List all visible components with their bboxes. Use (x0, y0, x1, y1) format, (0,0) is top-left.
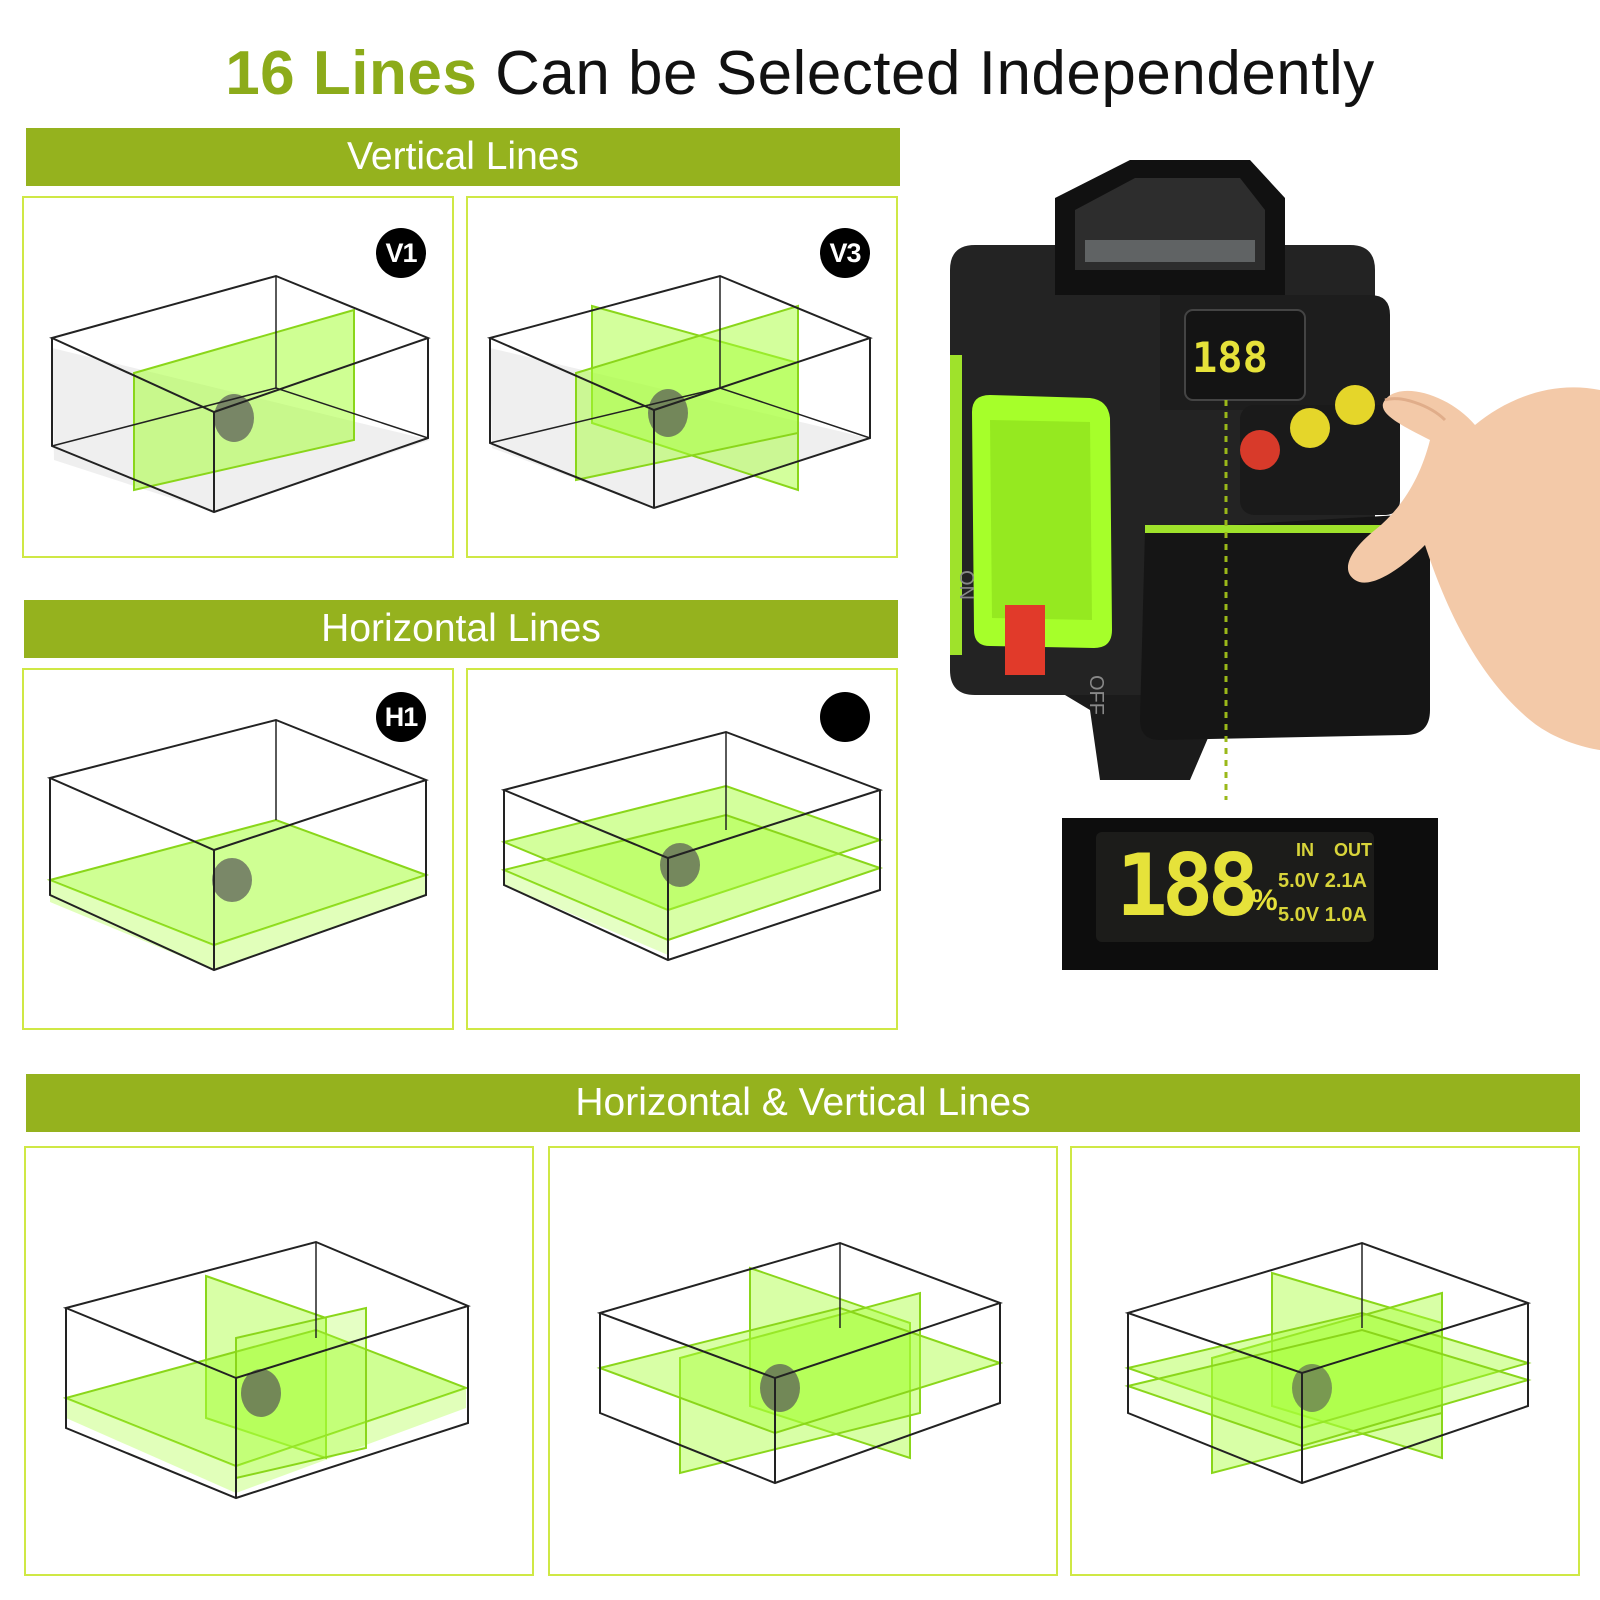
v1-badge: V1 (376, 228, 426, 278)
combined-lines-label: Horizontal & Vertical Lines (575, 1081, 1031, 1124)
panel-v3: V3 (466, 196, 898, 558)
h1-badge-label: H1 (384, 701, 419, 732)
v1-badge-label: V1 (385, 237, 417, 268)
panel-combined-3 (1070, 1146, 1580, 1576)
title-highlight: 16 Lines (225, 39, 478, 108)
h1-badge: H1 (376, 692, 426, 742)
horizontal-lines-label: Horizontal Lines (321, 607, 601, 650)
panel-combined-2 (548, 1146, 1058, 1576)
combined-lines-banner: Horizontal & Vertical Lines (26, 1074, 1580, 1132)
panel-combined-1 (24, 1146, 534, 1576)
box-v1-illustration (49, 274, 431, 514)
vertical-lines-banner: Vertical Lines (26, 128, 900, 186)
box-combined-3-illustration (1124, 1241, 1532, 1485)
lcd-screen: 188 % IN OUT 5.0V 2.1A 5.0V 1.0A (1096, 832, 1374, 942)
laser-level-device: 188 ON OFF (930, 150, 1600, 800)
panel-v1: V1 (22, 196, 454, 558)
lcd-display-zoom: 188 % IN OUT 5.0V 2.1A 5.0V 1.0A (1062, 818, 1438, 970)
device-illustration: 188 ON OFF (950, 160, 1600, 800)
lcd-digits: 188 (1116, 836, 1259, 936)
lcd-out-label: OUT (1334, 840, 1372, 860)
device-on-label: ON (955, 570, 977, 600)
title-rest: Can be Selected Independently (495, 39, 1375, 108)
box-combined-1-illustration (62, 1240, 471, 1500)
h2-badge (820, 692, 870, 742)
device-off-label: OFF (1085, 675, 1107, 715)
lcd-percent: % (1251, 884, 1278, 917)
lcd-row2: 5.0V 1.0A (1278, 904, 1367, 926)
lcd-row1: 5.0V 2.1A (1278, 870, 1367, 892)
box-h2-illustration (500, 730, 884, 962)
v3-badge-label: V3 (829, 237, 861, 268)
svg-text:188: 188 (1192, 333, 1268, 382)
panel-h1: H1 (22, 668, 454, 1030)
box-combined-2-illustration (596, 1241, 1004, 1485)
box-v3-illustration (486, 274, 873, 510)
horizontal-lines-banner: Horizontal Lines (24, 600, 898, 658)
box-h1-illustration (46, 718, 430, 972)
vertical-lines-label: Vertical Lines (347, 135, 579, 178)
lcd-in-label: IN (1296, 840, 1314, 860)
v3-badge: V3 (820, 228, 870, 278)
page-title: 16 Lines Can be Selected Independently (0, 38, 1600, 109)
panel-h2 (466, 668, 898, 1030)
